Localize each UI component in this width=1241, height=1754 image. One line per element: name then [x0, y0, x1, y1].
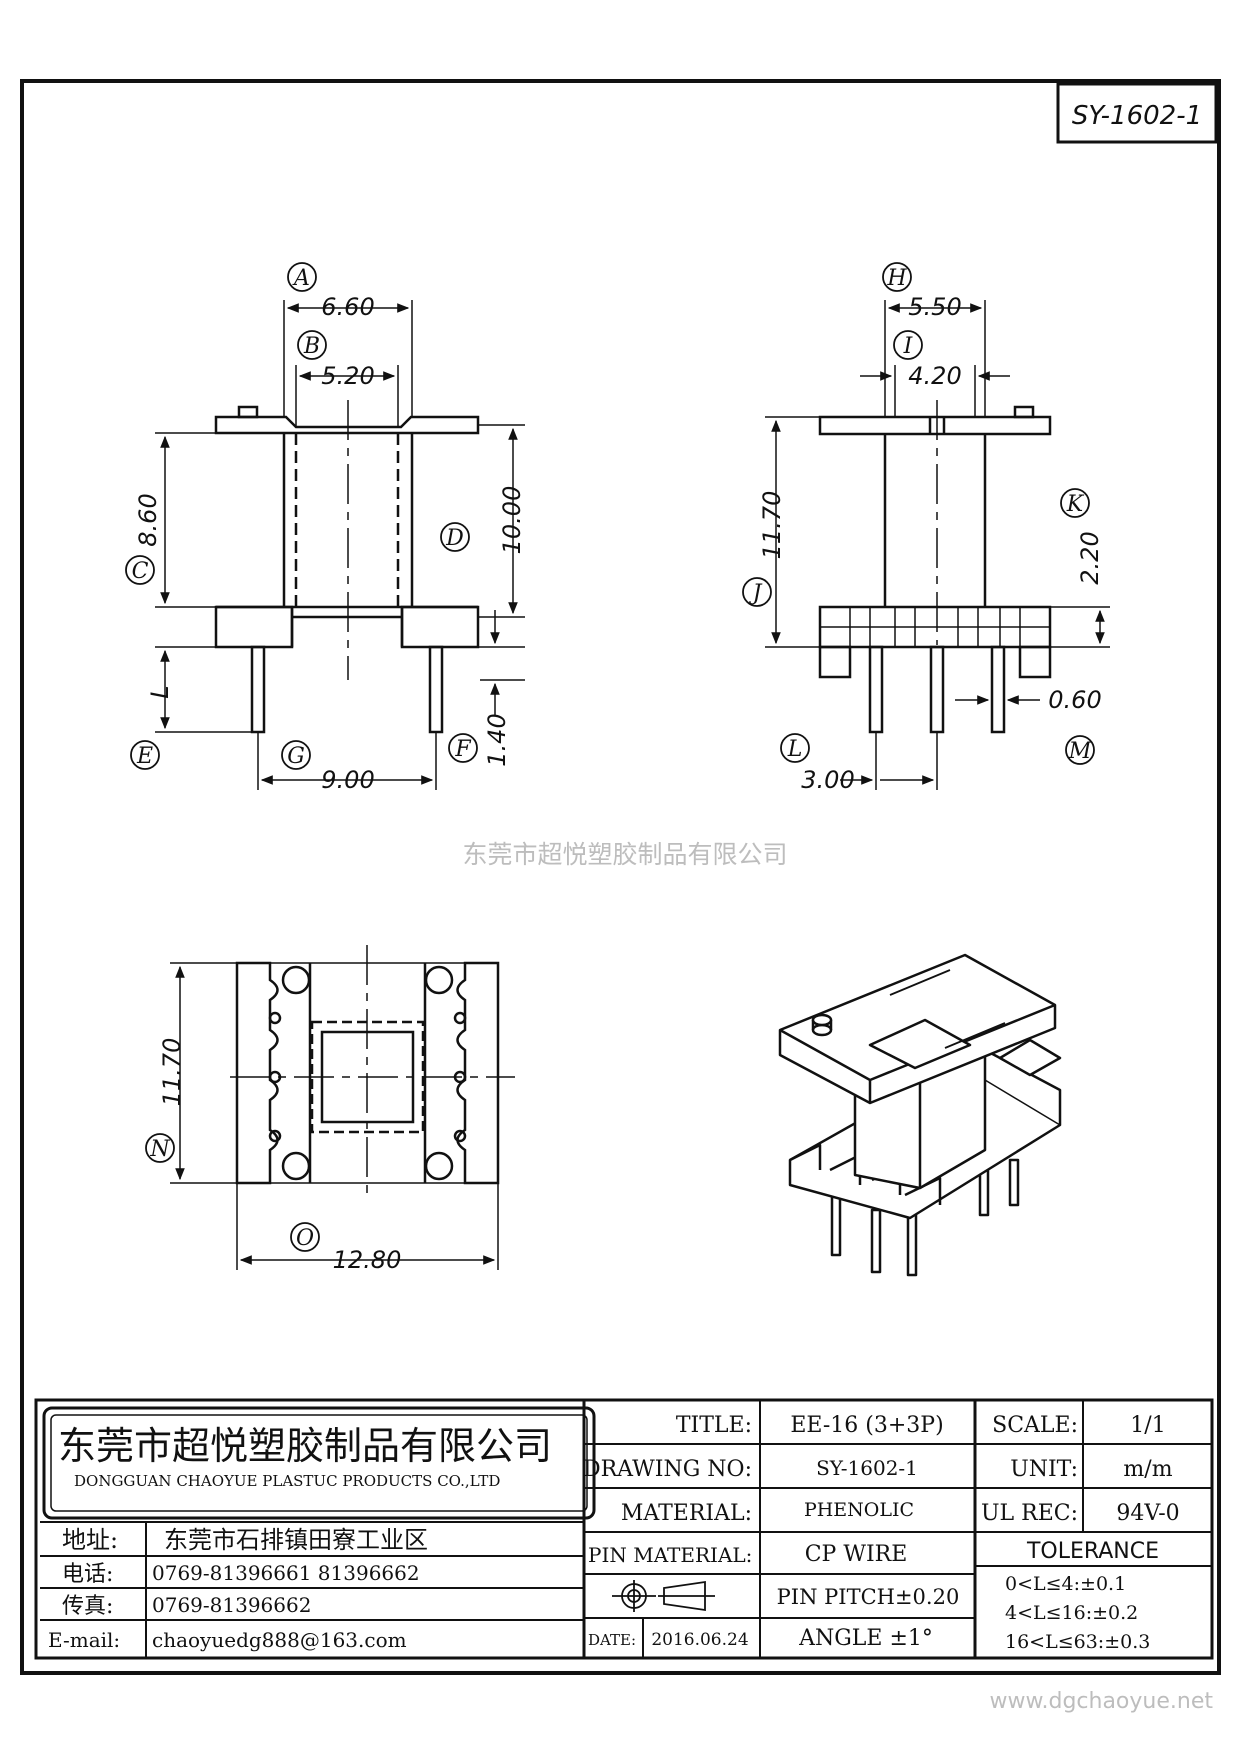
label-n: N: [145, 1133, 175, 1163]
material-value: PHENOLIC: [804, 1499, 914, 1521]
address-value: 东莞市石排镇田寮工业区: [164, 1526, 428, 1554]
label-a: A: [287, 262, 317, 292]
bottom-view: [230, 945, 515, 1200]
tolerance-row: 16<L≤63:±0.3: [1005, 1631, 1150, 1653]
label-f: F: [448, 733, 478, 763]
label-g-text: G: [287, 744, 305, 769]
date-value: 2016.06.24: [651, 1630, 748, 1650]
pin-pitch: PIN PITCH±0.20: [777, 1585, 960, 1609]
dim-d-value: 10.00: [498, 486, 526, 555]
phone-value: 0769-81396661 81396662: [152, 1561, 420, 1585]
tolerance-row: 0<L≤4:±0.1: [1005, 1573, 1126, 1595]
dim-g-value: 9.00: [321, 766, 374, 794]
angle-tolerance: ANGLE ±1°: [798, 1626, 933, 1651]
dim-l-value: 3.00: [801, 766, 854, 794]
bottom-view-dimensions: [170, 962, 499, 1270]
ul-rec-label: UL REC:: [981, 1501, 1078, 1526]
email-value: chaoyuedg888@163.com: [152, 1628, 407, 1652]
address-label: 地址:: [62, 1526, 118, 1554]
label-n-text: N: [149, 1137, 170, 1162]
label-b-text: B: [303, 334, 320, 359]
dim-f-value: 1.40: [483, 713, 511, 766]
isometric-view: [778, 953, 1062, 1277]
date-label: DATE:: [588, 1631, 636, 1649]
label-m-text: M: [1068, 739, 1092, 764]
scale-label: SCALE:: [992, 1413, 1078, 1438]
title-label: TITLE:: [676, 1413, 752, 1438]
watermark-url: www.dgchaoyue.net: [990, 1689, 1214, 1714]
projection-symbol-icon: [612, 1580, 715, 1612]
dim-k-value: 2.20: [1076, 531, 1104, 584]
label-o: O: [290, 1222, 320, 1252]
label-e-text: E: [136, 744, 153, 769]
title-block-text: 东莞市超悦塑胶制品有限公司 DONGGUAN CHAOYUE PLASTUC P…: [48, 1413, 1180, 1653]
label-a-text: A: [292, 266, 310, 291]
label-j: J: [742, 577, 772, 607]
label-c-text: C: [132, 559, 149, 584]
dim-h-value: 5.50: [908, 293, 961, 321]
material-label: MATERIAL:: [621, 1501, 752, 1526]
side-view-dimensions: [765, 300, 1110, 790]
label-k: K: [1060, 488, 1090, 518]
dim-l-label: L: [146, 685, 174, 698]
bottom-view-labels: 11.70 12.80 N O: [145, 1038, 402, 1274]
label-h-text: H: [886, 266, 907, 291]
title-block: [34, 1398, 1214, 1660]
email-label: E-mail:: [48, 1628, 120, 1652]
label-d: D: [440, 522, 470, 552]
dim-i-value: 4.20: [908, 362, 961, 390]
scale-value: 1/1: [1130, 1413, 1165, 1438]
label-g: G: [281, 740, 311, 770]
sheet-border: [20, 79, 1221, 1675]
label-b: B: [297, 330, 327, 360]
label-l-text: L: [787, 737, 803, 762]
unit-label: UNIT:: [1010, 1457, 1078, 1482]
label-d-text: D: [445, 526, 464, 551]
pin-material-value: CP WIRE: [805, 1542, 908, 1567]
front-view: [214, 400, 480, 734]
label-e: E: [130, 740, 160, 770]
fax-label: 传真:: [62, 1594, 113, 1619]
dim-m-value: 0.60: [1048, 686, 1101, 714]
label-i-text: I: [903, 334, 914, 359]
watermark-company: 东莞市超悦塑胶制品有限公司: [462, 840, 787, 869]
label-i: I: [893, 330, 923, 360]
unit-value: m/m: [1123, 1457, 1172, 1482]
phone-label: 电话:: [62, 1562, 113, 1587]
label-j-text: J: [749, 581, 763, 606]
drawing-code-text: SY-1602-1: [1072, 101, 1202, 131]
label-h: H: [882, 262, 912, 292]
drawing-no-label: DRAWING NO:: [583, 1457, 752, 1482]
label-l: L: [780, 733, 810, 763]
dim-b-value: 5.20: [321, 362, 374, 390]
dim-n-value: 11.70: [158, 1038, 186, 1107]
ul-rec-value: 94V-0: [1116, 1501, 1179, 1526]
drawing-code-tab: SY-1602-1: [1056, 82, 1218, 144]
dim-j-value: 11.70: [758, 491, 786, 560]
tolerance-title: TOLERANCE: [1026, 1539, 1159, 1564]
dim-c-value: 8.60: [134, 493, 162, 546]
label-o-text: O: [296, 1226, 314, 1251]
label-k-text: K: [1066, 492, 1085, 517]
drawing-no-value: SY-1602-1: [816, 1456, 918, 1480]
front-view-labels: 6.60 5.20 8.60 10.00 1.40 9.00 L A B C D…: [125, 262, 526, 794]
label-f-text: F: [454, 737, 471, 762]
company-name-en: DONGGUAN CHAOYUE PLASTUC PRODUCTS CO.,LT…: [74, 1472, 500, 1490]
company-name-cn: 东莞市超悦塑胶制品有限公司: [58, 1424, 552, 1468]
fax-value: 0769-81396662: [152, 1593, 311, 1617]
title-value: EE-16 (3+3P): [790, 1413, 943, 1438]
front-view-dimensions: [155, 300, 525, 790]
dim-a-value: 6.60: [321, 293, 374, 321]
label-c: C: [125, 555, 155, 585]
side-view-labels: 5.50 4.20 11.70 2.20 0.60 3.00 H I J K L…: [742, 262, 1104, 794]
dim-o-value: 12.80: [333, 1246, 402, 1274]
side-view: [818, 400, 1052, 734]
pin-material-label: PIN MATERIAL:: [588, 1543, 752, 1567]
tolerance-row: 4<L≤16:±0.2: [1005, 1602, 1138, 1624]
label-m: M: [1065, 735, 1095, 765]
